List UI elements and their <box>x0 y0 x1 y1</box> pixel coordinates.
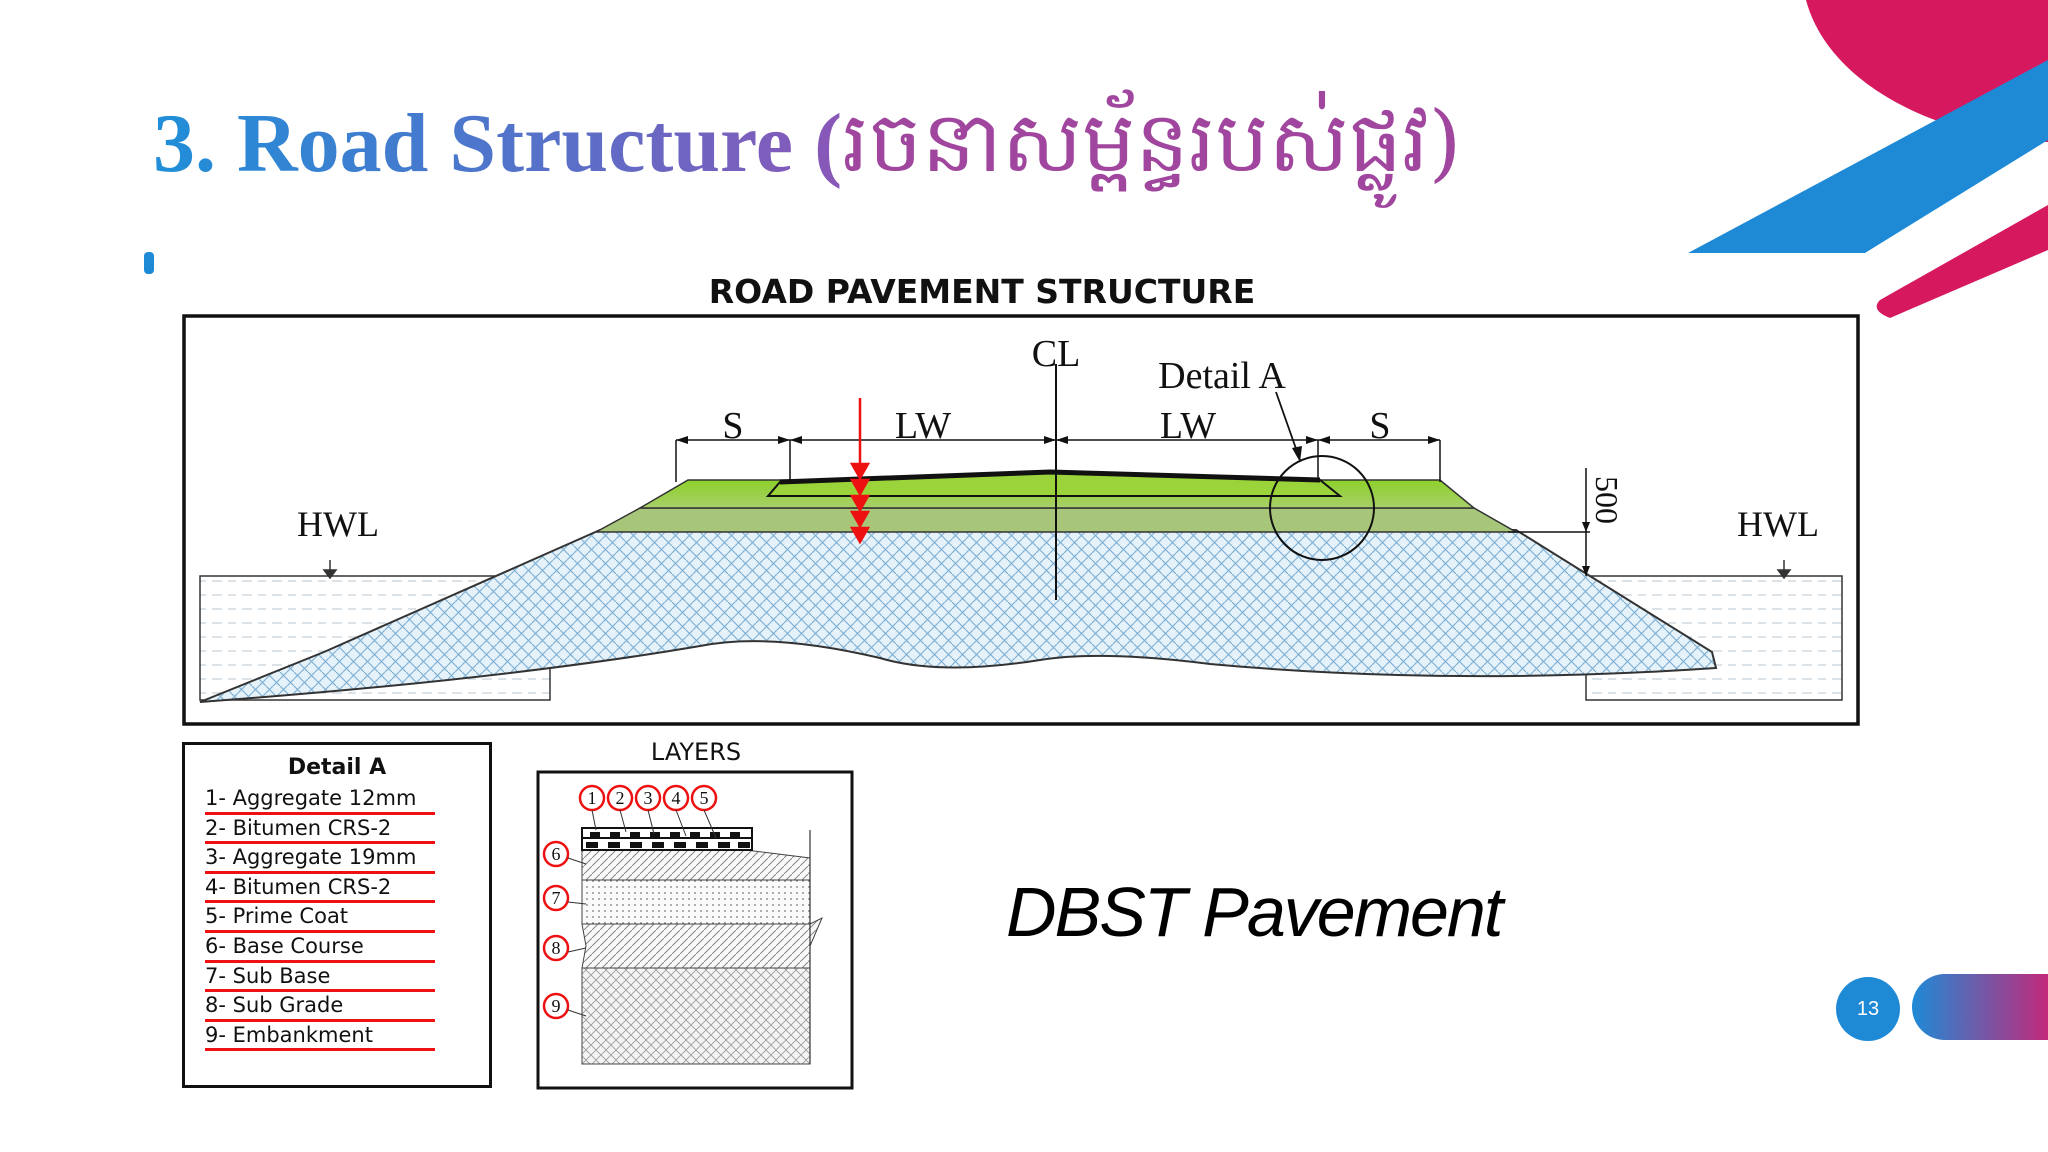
height-label: 500 <box>1589 476 1625 524</box>
layer-subgrade <box>581 916 823 969</box>
shoulder-left-label: S <box>722 405 743 447</box>
layer-embankment <box>581 967 811 1065</box>
layer-number: 1 <box>588 788 597 808</box>
layer-number: 5 <box>700 788 709 808</box>
layer-surface-bottom <box>581 837 753 851</box>
detail-legend-item: 7- Sub Base <box>205 963 435 993</box>
layer-number: 4 <box>672 788 681 808</box>
layer-marker-7: 7 <box>542 884 570 912</box>
layer-subbase <box>581 879 811 925</box>
layer-number: 6 <box>552 844 561 864</box>
detail-legend-list: 1- Aggregate 12mm 2- Bitumen CRS-2 3- Ag… <box>205 785 435 1052</box>
slide-title-english: 3. Road Structure ( <box>153 97 843 190</box>
detail-legend-item: 1- Aggregate 12mm <box>205 785 435 815</box>
detail-legend-item: 2- Bitumen CRS-2 <box>205 815 435 845</box>
slide-title: 3. Road Structure (រចនាសម្ព័ន្ធរបស់ផ្លូវ… <box>153 100 1461 186</box>
dimension-arrows <box>676 436 1590 576</box>
layer-base-course <box>581 849 811 881</box>
title-underline-cap <box>144 252 154 274</box>
lane-right-label: LW <box>1160 405 1216 447</box>
detail-legend-item: 9- Embankment <box>205 1022 435 1052</box>
diagram-heading: ROAD PAVEMENT STRUCTURE <box>708 272 1256 311</box>
layer-number: 9 <box>552 996 561 1016</box>
layers-diagram: 1 2 3 4 5 6 7 8 9 <box>536 770 854 1090</box>
layer-number-markers: 1 2 3 4 5 6 7 8 9 <box>542 784 718 1020</box>
layer-number: 7 <box>552 888 561 908</box>
detail-legend-box: Detail A 1- Aggregate 12mm 2- Bitumen CR… <box>182 742 492 1088</box>
layer-marker-1: 1 <box>578 784 606 812</box>
detail-legend-item: 3- Aggregate 19mm <box>205 844 435 874</box>
hwl-left-label: HWL <box>297 504 379 544</box>
surface-wearing-course <box>779 469 1321 485</box>
detail-legend-item: 4- Bitumen CRS-2 <box>205 874 435 904</box>
layer-surface-beads <box>586 832 750 848</box>
page-pill-shape <box>1912 974 2048 1040</box>
layer-leader-lines <box>567 809 717 1017</box>
detail-legend-title: Detail A <box>287 755 387 780</box>
load-arrows <box>849 398 871 545</box>
shoulder-right-label: S <box>1369 405 1390 447</box>
centerline-label: CL <box>1032 333 1081 375</box>
layer-marker-4: 4 <box>662 784 690 812</box>
hwl-markers <box>322 560 1792 580</box>
detail-legend-item: 8- Sub Grade <box>205 992 435 1022</box>
slide-title-close: ) <box>1428 93 1462 191</box>
embankment <box>199 529 1718 703</box>
layer-number: 8 <box>552 938 561 958</box>
hwl-right-label: HWL <box>1737 504 1819 544</box>
layer-marker-2: 2 <box>606 784 634 812</box>
layer-marker-9: 9 <box>542 992 570 1020</box>
layer-surface-top <box>581 827 753 839</box>
layer-marker-6: 6 <box>542 840 570 868</box>
detail-legend-item: 6- Base Course <box>205 933 435 963</box>
layer-marker-5: 5 <box>690 784 718 812</box>
blue-stripe-shape <box>1688 60 2048 253</box>
detail-a-label: Detail A <box>1158 355 1286 397</box>
dbst-caption: DBST Pavement <box>1006 873 1503 951</box>
slide-title-khmer: រចនាសម្ព័ន្ធរបស់ផ្លូវ <box>842 93 1429 191</box>
detail-a-circle <box>1269 455 1375 561</box>
layer-number: 2 <box>616 788 625 808</box>
page-number-badge: 13 <box>1836 977 1900 1041</box>
magenta-stripe-shape <box>1876 205 2048 318</box>
layer-marker-3: 3 <box>634 784 662 812</box>
layer-marker-8: 8 <box>542 934 570 962</box>
layers-title: LAYERS <box>650 738 742 766</box>
detail-legend-item: 5- Prime Coat <box>205 903 435 933</box>
layer-number: 3 <box>644 788 653 808</box>
lane-left-label: LW <box>895 405 951 447</box>
detail-a-arrow-head <box>1292 446 1302 462</box>
